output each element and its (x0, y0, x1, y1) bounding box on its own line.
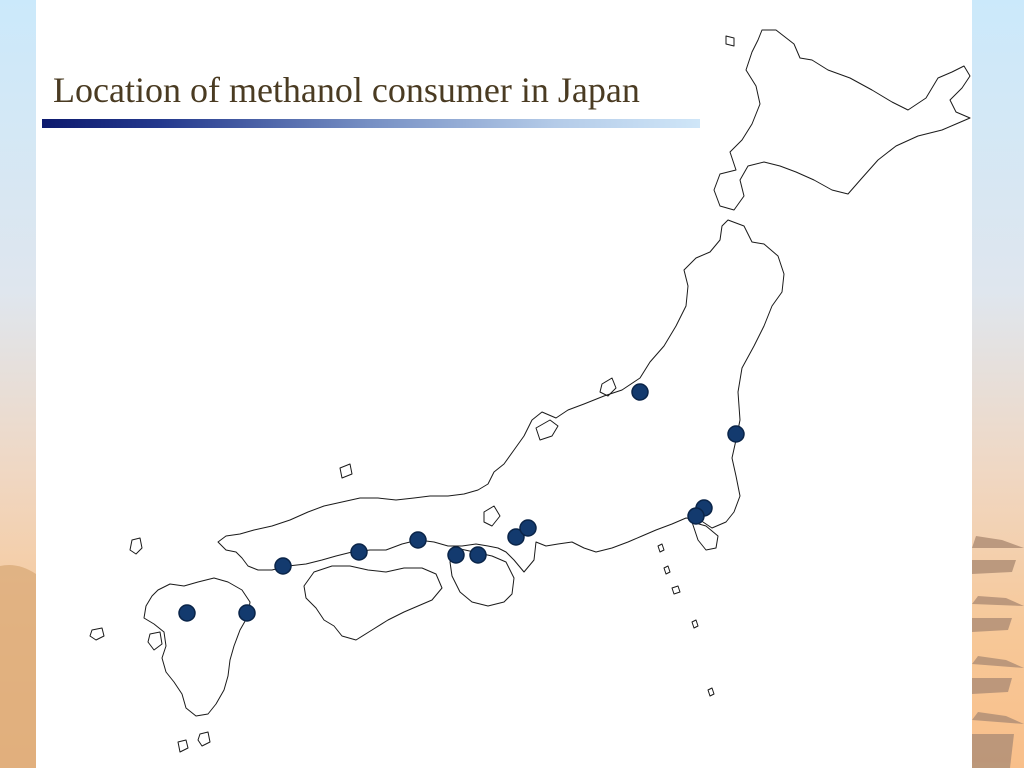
izu-island-2-outline (663, 565, 671, 575)
left-border-decoration (0, 565, 36, 768)
izu-island-1-outline (657, 543, 665, 553)
consumer-marker-oita[interactable] (238, 604, 256, 622)
slide-title: Location of methanol consumer in Japan (53, 70, 640, 110)
izu-island-3-outline (671, 585, 681, 595)
chiba-peninsula-outline (691, 521, 719, 551)
tanegashima-island-outline (197, 731, 211, 747)
kii-peninsula-outline (449, 547, 515, 607)
consumer-marker-tokuyama[interactable] (274, 557, 292, 575)
consumer-marker-osaka[interactable] (447, 546, 465, 564)
awaji-island-outline (483, 505, 501, 527)
izu-island-4-outline (691, 619, 699, 629)
izu-island-5-outline (707, 687, 715, 697)
consumer-marker-sakai[interactable] (469, 546, 487, 564)
consumer-marker-fukushima[interactable] (727, 425, 745, 443)
consumer-marker-himeji[interactable] (409, 531, 427, 549)
consumer-marker-niigata[interactable] (631, 383, 649, 401)
pagoda-decoration (972, 536, 1024, 768)
japan-map (89, 29, 971, 753)
kyushu-outline (143, 577, 251, 717)
consumer-marker-mizushima[interactable] (350, 543, 368, 561)
rishiri-island-outline (725, 35, 735, 47)
consumer-markers (178, 383, 745, 622)
shikoku-outline (303, 565, 443, 641)
consumer-marker-kitakyushu[interactable] (178, 604, 196, 622)
consumer-marker-tokyo-bay[interactable] (687, 507, 705, 525)
yakushima-island-outline (177, 739, 189, 753)
title-gradient-rule (42, 119, 700, 128)
goto-islands-outline (89, 627, 105, 641)
honshu-outline (217, 219, 785, 573)
noto-peninsula-outline (535, 419, 559, 441)
oki-island-outline (339, 463, 353, 479)
slide-canvas: Location of methanol consumer in Japan (36, 0, 972, 768)
sado-island-outline (599, 377, 617, 397)
consumer-marker-nagoya-west[interactable] (507, 528, 525, 546)
tsushima-island-outline (129, 537, 143, 555)
amakusa-island-outline (147, 631, 163, 651)
hokkaido-outline (713, 29, 971, 211)
consumer-marker-nagoya-east[interactable] (519, 519, 537, 537)
